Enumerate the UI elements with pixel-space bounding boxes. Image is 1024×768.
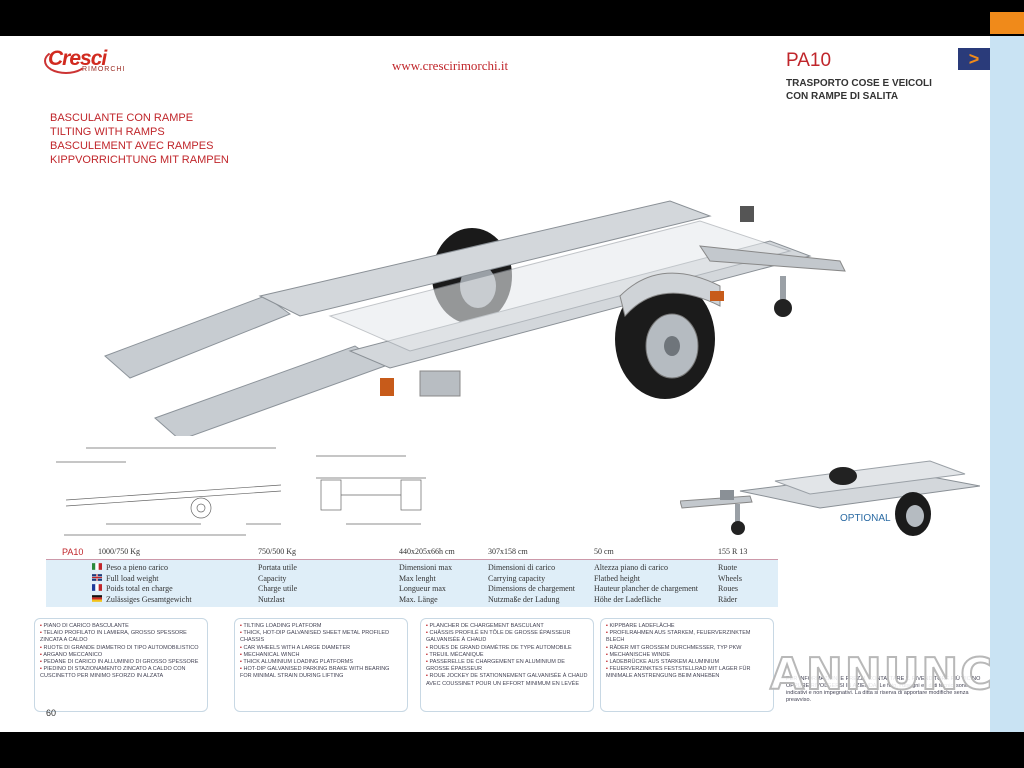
trailer-optional-image <box>680 460 980 536</box>
subtitle-line: CON RAMPE DI SALITA <box>786 91 899 102</box>
feature-item: ROUE JOCKEY DE STATIONNEMENT GALVANISÉE … <box>426 673 588 687</box>
feature-item: PASSERELLE DE CHARGEMENT EN ALUMINIUM DE… <box>426 659 588 673</box>
feature-item: CAR WHEELS WITH A LARGE DIAMETER <box>240 645 402 652</box>
spec-label: Altezza piano di carico <box>594 563 668 572</box>
feature-item: ARGANO MECCANICO <box>40 652 202 659</box>
feature-item: RUOTE DI GRANDE DIAMETRO DI TIPO AUTOMOB… <box>40 645 202 652</box>
spec-label: Full load weight <box>106 573 159 583</box>
feature-titles: BASCULANTE CON RAMPE TILTING WITH RAMPS … <box>50 111 229 167</box>
title-de: KIPPVORRICHTUNG MIT RAMPEN <box>50 154 229 166</box>
feature-item: LADEBRÜCKE AUS STARKEM ALUMINIUM <box>606 659 768 666</box>
feature-box-en: TILTING LOADING PLATFORM THICK, HOT-DIP … <box>234 618 408 712</box>
spec-label: Nutzlast <box>258 594 285 604</box>
feature-item: PIEDINO DI STAZIONAMENTO ZINCATO A CALDO… <box>40 666 202 680</box>
spec-label-column: Dimensioni di carico Carrying capacity D… <box>488 563 575 605</box>
language-flags <box>92 563 102 605</box>
spec-value: 155 R 13 <box>718 547 748 556</box>
spec-label-column: Ruote Wheels Roues Räder <box>718 563 742 605</box>
feature-item: FEUERVERZINKTES FESTSTELLRAD MIT LAGER F… <box>606 666 768 680</box>
model-subtitle: TRASPORTO COSE E VEICOLI CON RAMPE DI SA… <box>786 77 932 103</box>
feature-item: MECHANICAL WINCH <box>240 652 402 659</box>
cresci-logo[interactable]: Cresci RIMORCHI <box>44 48 126 74</box>
spec-label: Capacity <box>258 573 287 583</box>
spec-label: Max. Länge <box>399 594 438 604</box>
title-it: BASCULANTE CON RAMPE <box>50 112 194 124</box>
feature-box-fr: PLANCHER DE CHARGEMENT BASCULANT CHÂSSIS… <box>420 618 594 712</box>
spec-label: Portata utile <box>258 563 297 572</box>
trailer-main-image <box>104 200 846 436</box>
spec-value: 750/500 Kg <box>258 547 296 556</box>
optional-label: OPTIONAL <box>840 513 891 524</box>
subtitle-line: TRASPORTO COSE E VEICOLI <box>786 78 932 89</box>
spec-label: Max lenght <box>399 573 436 583</box>
uk-flag-icon <box>92 573 102 581</box>
spec-value: 440x205x66h cm <box>399 547 455 556</box>
feature-item: PLANCHER DE CHARGEMENT BASCULANT <box>426 623 588 630</box>
footnote: PER INFORMAZIONI E PREZZI, CONTATTARE IL… <box>786 676 981 703</box>
spec-label-column: Portata utile Capacity Charge utile Nutz… <box>258 563 297 605</box>
spec-values-row: PA10 1000/750 Kg 750/500 Kg 440x205x66h … <box>46 545 778 560</box>
orange-tab <box>990 12 1024 34</box>
spec-model: PA10 <box>62 547 84 557</box>
feature-item: TILTING LOADING PLATFORM <box>240 623 402 630</box>
spec-table: PA10 1000/750 Kg 750/500 Kg 440x205x66h … <box>46 545 778 607</box>
feature-item: THICK ALUMINIUM LOADING PLATFORMS <box>240 659 402 666</box>
spec-label: Dimensioni max <box>399 563 453 572</box>
watermark: ANNUNCI <box>769 648 1013 701</box>
spec-label: Zulässiges Gesamtgewicht <box>106 594 192 604</box>
feature-item: TELAIO PROFILATO IN LAMIERA, GROSSO SPES… <box>40 630 202 644</box>
spec-label: Dimensioni di carico <box>488 563 556 572</box>
italy-flag-icon <box>92 563 102 570</box>
spec-value: 50 cm <box>594 547 614 556</box>
spec-label: Peso a pieno carico <box>106 563 168 572</box>
catalog-page: Cresci RIMORCHI www.crescirimorchi.it PA… <box>0 36 1024 732</box>
feature-item: HOT-DIP GALVANISED PARKING BRAKE WITH BE… <box>240 666 402 680</box>
spec-label: Roues <box>718 584 738 594</box>
title-fr: BASCULEMENT AVEC RAMPES <box>50 140 214 152</box>
website-link[interactable]: www.crescirimorchi.it <box>392 58 509 73</box>
spec-label: Ruote <box>718 563 738 572</box>
spec-label: Poids total en charge <box>106 584 173 594</box>
feature-item: MECHANISCHE WINDE <box>606 652 768 659</box>
spec-label-column: Peso a pieno carico Full load weight Poi… <box>106 563 192 605</box>
feature-item: KIPPBARE LADEFLÄCHE <box>606 623 768 630</box>
feature-item: ROUES DE GRAND DIAMÈTRE DE TYPE AUTOMOBI… <box>426 645 588 652</box>
spec-label: Flatbed height <box>594 573 640 583</box>
spec-label: Longueur max <box>399 584 446 594</box>
model-code: PA10 <box>786 50 832 71</box>
spec-label: Dimensions de chargement <box>488 584 575 594</box>
spec-label-column: Altezza piano di carico Flatbed height H… <box>594 563 698 605</box>
next-page-arrow-icon[interactable]: > <box>958 48 990 70</box>
spec-label: Charge utile <box>258 584 298 594</box>
title-en: TILTING WITH RAMPS <box>50 126 165 138</box>
feature-box-it: PIANO DI CARICO BASCULANTE TELAIO PROFIL… <box>34 618 208 712</box>
spec-label: Höhe der Ladefläche <box>594 594 662 604</box>
feature-item: CHÂSSIS PROFILÉ EN TÔLE DE GROSSE ÉPAISS… <box>426 630 588 644</box>
spec-label: Nutzmaße der Ladung <box>488 594 560 604</box>
feature-item: PIANO DI CARICO BASCULANTE <box>40 623 202 630</box>
feature-item: PROFILRAHMEN AUS STARKEM, FEUERVERZINKTE… <box>606 630 768 644</box>
spec-labels-band: Peso a pieno carico Full load weight Poi… <box>46 560 778 607</box>
page-number: 60 <box>46 708 57 718</box>
spec-value: 1000/750 Kg <box>98 547 140 556</box>
spec-value: 307x158 cm <box>488 547 528 556</box>
logo-subtitle: RIMORCHI <box>82 66 126 73</box>
feature-item: PEDANE DI CARICO IN ALLUMINIO DI GROSSO … <box>40 659 202 666</box>
spec-label: Räder <box>718 594 738 604</box>
spec-label: Wheels <box>718 573 742 583</box>
spec-label: Hauteur plancher de chargement <box>594 584 699 594</box>
feature-item: THICK, HOT-DIP GALVANISED SHEET METAL PR… <box>240 630 402 644</box>
logo-swoosh-icon <box>44 48 88 74</box>
right-sidebar <box>990 36 1024 732</box>
spec-label-column: Dimensioni max Max lenght Longueur max M… <box>399 563 452 605</box>
technical-drawing <box>56 447 426 536</box>
feature-item: TREUIL MÉCANIQUE <box>426 652 588 659</box>
germany-flag-icon <box>92 594 102 602</box>
france-flag-icon <box>92 584 102 592</box>
feature-box-de: KIPPBARE LADEFLÄCHE PROFILRAHMEN AUS STA… <box>600 618 774 712</box>
feature-item: RÄDER MIT GROSSEM DURCHMESSER, TYP PKW <box>606 645 768 652</box>
spec-label: Carrying capacity <box>488 573 546 583</box>
